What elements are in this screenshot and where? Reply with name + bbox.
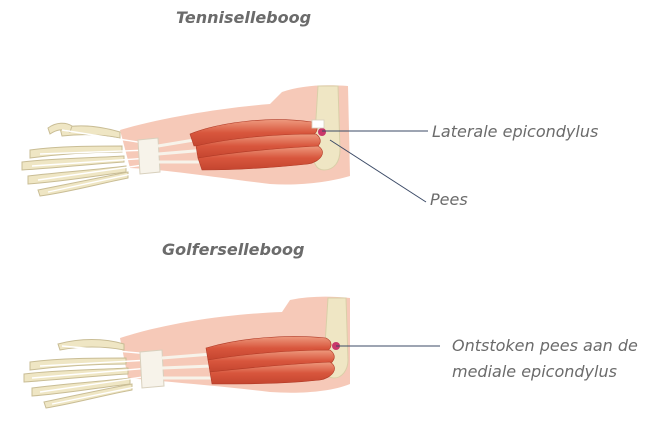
wrist-retinaculum [140, 350, 164, 388]
medial-epicondyle-label-line2: mediale epicondylus [452, 360, 617, 384]
tendon-label: Pees [430, 188, 468, 212]
common-tendon [312, 120, 324, 128]
lateral-epicondyle-label: Laterale epicondylus [432, 120, 598, 144]
golfers-elbow-title: Golferselleboog [162, 240, 304, 259]
lateral-epicondyle-marker [318, 128, 326, 136]
forearm-muscles [206, 336, 335, 384]
tennis-elbow-arm [22, 85, 428, 202]
hand-bones [22, 123, 128, 196]
medial-epicondyle-label-line1: Ontstoken pees aan de [452, 334, 638, 358]
golfers-elbow-arm [24, 297, 440, 408]
tennis-elbow-title: Tenniselleboog [176, 8, 311, 27]
wrist-retinaculum [138, 138, 160, 174]
